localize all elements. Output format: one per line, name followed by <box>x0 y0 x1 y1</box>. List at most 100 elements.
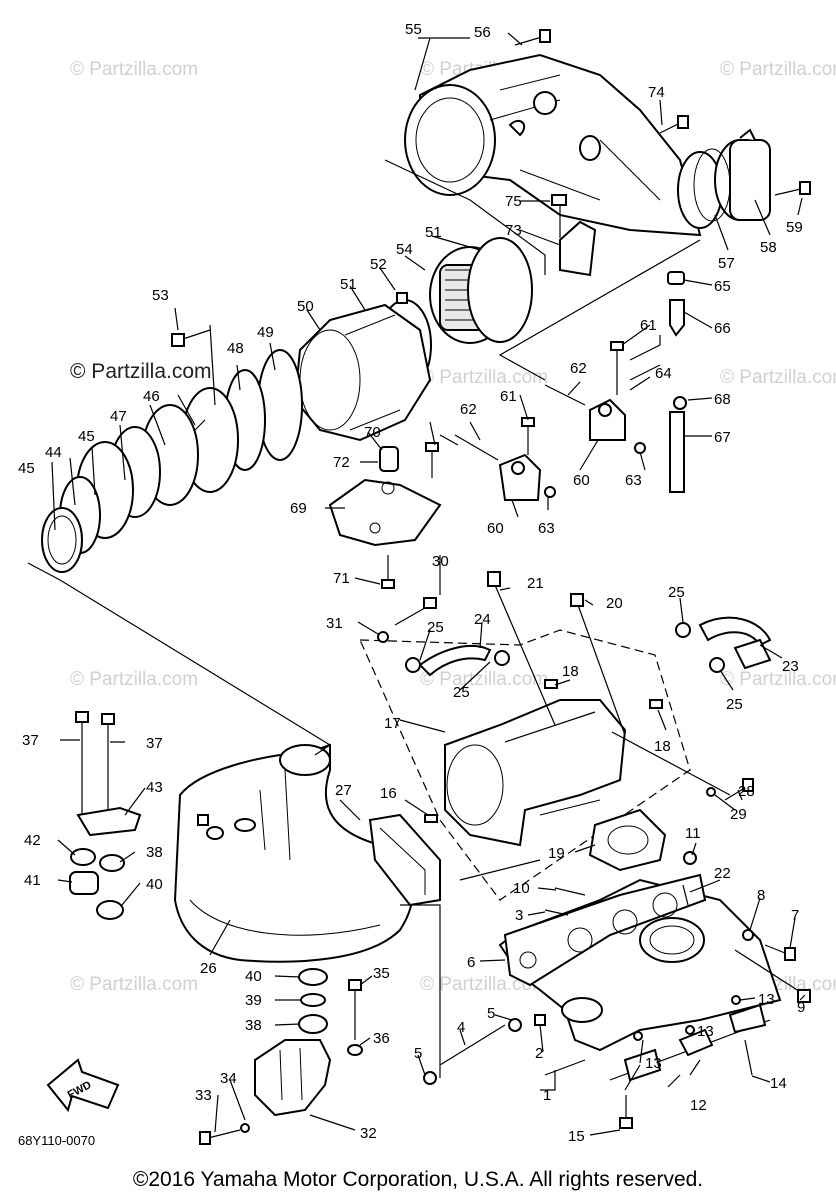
callout-3: 3 <box>515 907 523 924</box>
watermark-main: © Partzilla.com <box>70 360 212 383</box>
callout-39: 39 <box>245 992 262 1009</box>
copyright-notice: ©2016 Yamaha Motor Corporation, U.S.A. A… <box>133 1168 703 1191</box>
callout-69: 69 <box>290 500 307 517</box>
callout-51: 51 <box>425 224 442 241</box>
callout-14: 14 <box>770 1075 787 1092</box>
callout-17: 17 <box>384 715 401 732</box>
drawing-code: 68Y110-0070 <box>18 1133 95 1148</box>
watermark: © Partzilla.com <box>720 669 836 690</box>
callout-53: 53 <box>152 287 169 304</box>
callout-55: 55 <box>405 21 422 38</box>
callout-64: 64 <box>655 365 672 382</box>
callout-47: 47 <box>110 408 127 425</box>
callout-1: 1 <box>543 1087 551 1104</box>
callout-40: 40 <box>146 876 163 893</box>
callout-75: 75 <box>505 193 522 210</box>
callout-71: 71 <box>333 570 350 587</box>
callout-49: 49 <box>257 324 274 341</box>
watermark: © Partzilla.com <box>70 669 198 690</box>
callout-63: 63 <box>625 472 642 489</box>
callout-7: 7 <box>791 907 799 924</box>
callout-61: 61 <box>640 317 657 334</box>
watermark: © Partzilla.com <box>420 367 548 388</box>
callout-13: 13 <box>645 1055 662 1072</box>
callout-37: 37 <box>22 732 39 749</box>
callout-25: 25 <box>726 696 743 713</box>
top-muffler-assembly <box>384 29 811 381</box>
watermark-layer: © Partzilla.com © Partzilla.com © Partzi… <box>70 59 836 995</box>
callout-24: 24 <box>474 611 491 628</box>
callout-25: 25 <box>453 684 470 701</box>
watermark: © Partzilla.com <box>70 974 198 995</box>
callout-4: 4 <box>457 1019 465 1036</box>
callout-25: 25 <box>427 619 444 636</box>
callout-38: 38 <box>245 1017 262 1034</box>
callout-37: 37 <box>146 735 163 752</box>
callout-48: 48 <box>227 340 244 357</box>
callout-34: 34 <box>220 1070 237 1087</box>
callout-66: 66 <box>714 320 731 337</box>
callout-12: 12 <box>690 1097 707 1114</box>
watermark: © Partzilla.com <box>420 669 548 690</box>
callout-18: 18 <box>562 663 579 680</box>
callout-2: 2 <box>535 1045 543 1062</box>
callout-42: 42 <box>24 832 41 849</box>
callout-6: 6 <box>467 954 475 971</box>
callout-15: 15 <box>568 1128 585 1145</box>
callout-28: 28 <box>738 783 755 800</box>
callout-54: 54 <box>396 241 413 258</box>
callout-56: 56 <box>474 24 491 41</box>
callout-45: 45 <box>78 428 95 445</box>
watermark: © Partzilla.com <box>720 367 836 388</box>
callout-21: 21 <box>527 575 544 592</box>
callout-43: 43 <box>146 779 163 796</box>
callout-31: 31 <box>326 615 343 632</box>
callouts: 55 56 74 75 73 59 57 58 65 66 61 62 64 6… <box>18 21 806 1145</box>
callout-32: 32 <box>360 1125 377 1142</box>
callout-57: 57 <box>718 255 735 272</box>
callout-9: 9 <box>797 999 805 1016</box>
callout-62: 62 <box>570 360 587 377</box>
callout-11: 11 <box>685 825 701 842</box>
callout-73: 73 <box>505 222 522 239</box>
callout-33: 33 <box>195 1087 212 1104</box>
callout-40: 40 <box>245 968 262 985</box>
callout-29: 29 <box>730 806 747 823</box>
watermark: © Partzilla.com <box>70 59 198 80</box>
fwd-arrow: FWD <box>46 1058 120 1113</box>
callout-35: 35 <box>373 965 390 982</box>
callout-18: 18 <box>654 738 671 755</box>
callout-5: 5 <box>487 1005 495 1022</box>
watermark: © Partzilla.com <box>720 59 836 80</box>
exhaust-chamber-assembly <box>27 237 687 746</box>
callout-65: 65 <box>714 278 731 295</box>
watermark: © Partzilla.com <box>420 974 548 995</box>
callout-61: 61 <box>500 388 517 405</box>
callout-58: 58 <box>760 239 777 256</box>
callout-70: 70 <box>364 424 381 441</box>
callout-74: 74 <box>648 84 665 101</box>
callout-59: 59 <box>786 219 803 236</box>
callout-13: 13 <box>758 991 775 1008</box>
callout-25: 25 <box>668 584 685 601</box>
callout-60: 60 <box>573 472 590 489</box>
exhaust-pipe-assembly <box>359 571 772 901</box>
callout-13: 13 <box>697 1023 714 1040</box>
callout-72: 72 <box>333 454 350 471</box>
callout-46: 46 <box>143 388 160 405</box>
callout-8: 8 <box>757 887 765 904</box>
callout-60: 60 <box>487 520 504 537</box>
exhaust-manifold-assembly <box>400 851 811 1129</box>
callout-30: 30 <box>432 553 449 570</box>
callout-68: 68 <box>714 391 731 408</box>
callout-67: 67 <box>714 429 731 446</box>
callout-63: 63 <box>538 520 555 537</box>
callout-22: 22 <box>714 865 731 882</box>
callout-16: 16 <box>380 785 397 802</box>
callout-36: 36 <box>373 1030 390 1047</box>
callout-27: 27 <box>335 782 352 799</box>
callout-5: 5 <box>414 1045 422 1062</box>
callout-45: 45 <box>18 460 35 477</box>
callout-52: 52 <box>370 256 387 273</box>
